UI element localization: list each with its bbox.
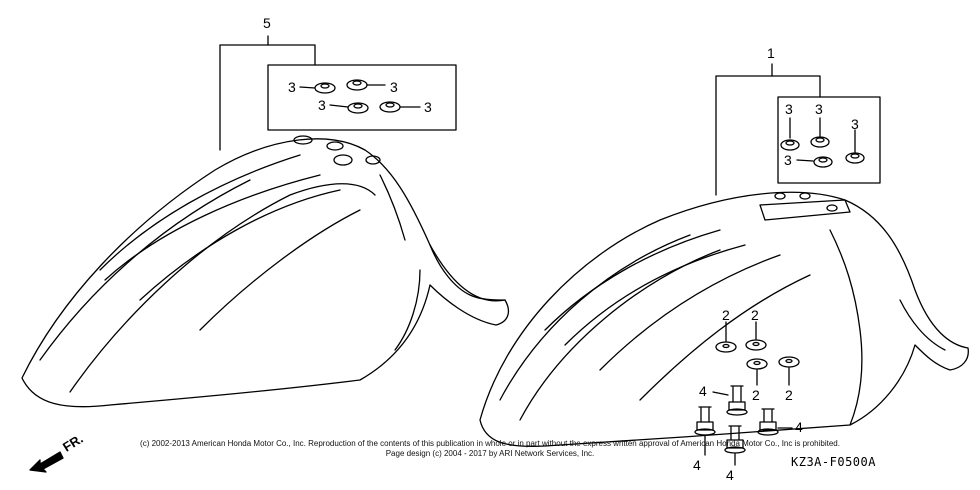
label-2: 2 [722,307,730,323]
kit-box-5 [267,64,457,131]
label-3: 3 [390,79,398,95]
front-direction-arrow [29,451,64,473]
label-3: 3 [288,79,296,95]
label-3: 3 [784,152,792,168]
rubber-grommets-5 [299,79,421,114]
page-design-credit: Page design (c) 2004 - 2017 by ARI Netwo… [385,449,595,458]
front-fender-right [479,191,969,448]
label-4: 4 [726,467,734,483]
label-3: 3 [851,116,859,132]
label-4: 4 [693,457,701,473]
label-4: 4 [795,419,803,435]
diagram-reference-code: KZ3A-F0500A [791,455,876,469]
bolts [694,385,793,466]
label-3: 3 [815,101,823,117]
label-2: 2 [751,307,759,323]
label-5: 5 [263,15,271,31]
label-3: 3 [785,101,793,117]
label-2: 2 [785,387,793,403]
rubber-grommets-1 [780,117,865,168]
bracket-1 [715,75,821,196]
label-3: 3 [424,99,432,115]
copyright-notice: (c) 2002-2013 American Honda Motor Co., … [140,439,840,448]
front-fender-left [21,135,510,408]
label-1: 1 [767,45,775,61]
label-3: 3 [318,97,326,113]
label-2: 2 [752,387,760,403]
kit-box-1 [777,96,881,184]
washers [715,321,800,386]
label-4: 4 [699,383,707,399]
